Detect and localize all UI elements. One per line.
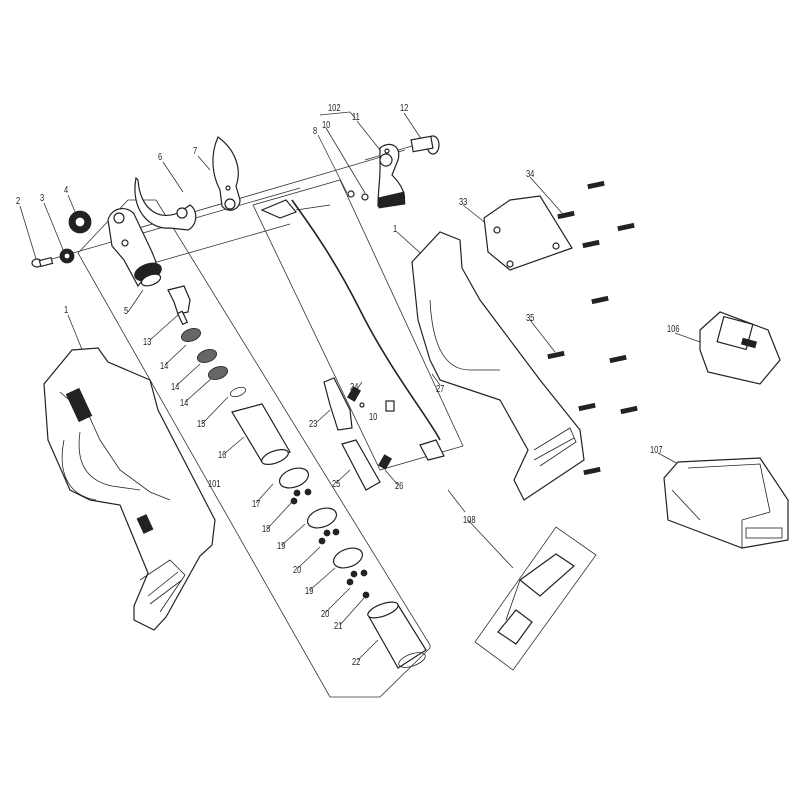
- part-label-21: 21: [334, 621, 343, 632]
- part-label-2: 2: [16, 196, 21, 207]
- part-label-35: 35: [526, 313, 535, 324]
- part-label-22: 22: [352, 657, 361, 668]
- part-label-14a: 14: [160, 361, 169, 372]
- part-label-24: 24: [350, 382, 359, 393]
- part-label-19b: 19: [305, 586, 314, 597]
- charger-107: [663, 457, 789, 549]
- motor-gearbox-group-frame: [77, 199, 431, 698]
- part-label-34: 34: [526, 169, 535, 180]
- part-label-102: 102: [328, 103, 341, 114]
- leader-lines: [19, 111, 701, 661]
- part-label-27: 27: [436, 384, 445, 395]
- part-label-6: 6: [158, 152, 163, 163]
- cutting-head-parts: [31, 136, 241, 288]
- part-label-101: 101: [208, 479, 221, 490]
- part-label-5: 5: [124, 306, 129, 317]
- part-label-11: 11: [352, 112, 360, 123]
- part-label-108: 108: [463, 515, 476, 526]
- part-label-25: 25: [332, 479, 341, 490]
- part-label-12: 12: [400, 103, 409, 114]
- part-label-3: 3: [40, 193, 45, 204]
- wiring-harness-group-frame: [252, 179, 464, 471]
- pcb-group-frame: [474, 526, 597, 671]
- part-label-17: 17: [252, 499, 261, 510]
- part-label-1b: 1: [393, 224, 398, 235]
- part-label-7: 7: [193, 146, 198, 157]
- part-label-14c: 14: [180, 398, 189, 409]
- part-label-14b: 14: [171, 382, 180, 393]
- pcb-controller-108: [497, 553, 575, 645]
- housing-right-half: [411, 231, 585, 501]
- wiring-harness: [260, 199, 445, 461]
- battery-pack-106: [699, 311, 781, 385]
- part-label-106: 106: [667, 324, 680, 335]
- part-label-19a: 19: [277, 541, 286, 552]
- part-label-13: 13: [143, 337, 152, 348]
- screws: [547, 180, 638, 476]
- part-label-18: 18: [262, 524, 271, 535]
- part-label-20a: 20: [293, 565, 302, 576]
- pivot-assembly-102: [347, 135, 440, 209]
- part-label-20b: 20: [321, 609, 330, 620]
- motor-gearbox-stack: [167, 285, 427, 669]
- part-label-1a: 1: [64, 305, 69, 316]
- part-label-10a: 10: [322, 120, 331, 131]
- part-label-107: 107: [650, 445, 663, 456]
- tool-body-assembled: [43, 347, 216, 631]
- part-label-16: 16: [218, 450, 227, 461]
- part-label-10b: 10: [369, 412, 378, 423]
- part-label-33: 33: [459, 197, 468, 208]
- part-label-8: 8: [313, 126, 318, 137]
- head-cover-33: [483, 195, 573, 271]
- part-label-15: 15: [197, 419, 206, 430]
- part-label-26: 26: [395, 481, 404, 492]
- part-label-23: 23: [309, 419, 318, 430]
- part-label-4: 4: [64, 185, 69, 196]
- trigger-parts: [323, 377, 393, 491]
